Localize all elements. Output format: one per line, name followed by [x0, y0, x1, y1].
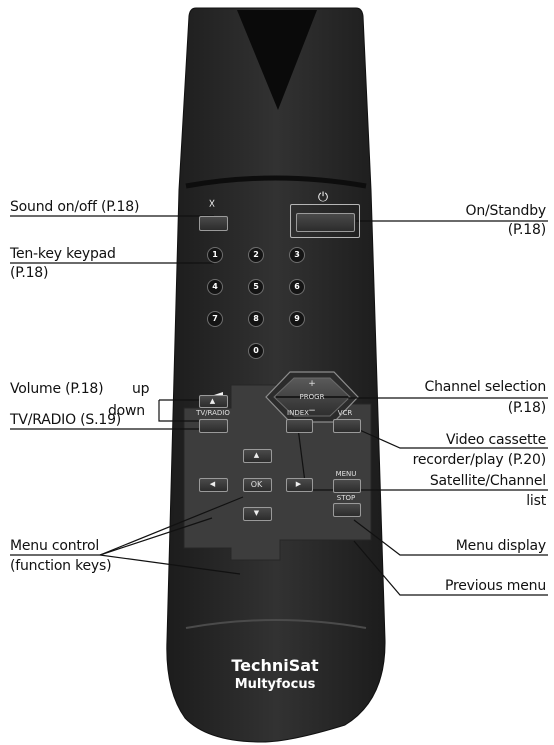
key-3[interactable]: 3 [289, 247, 305, 263]
top-separator [185, 175, 367, 189]
index-button[interactable] [286, 419, 313, 433]
callout-on-standby: On/Standby [465, 203, 547, 219]
callout-menu-control-2: (function keys) [10, 558, 112, 574]
tvradio-key-label: TV/RADIO [196, 409, 230, 417]
callout-previous-menu: Previous menu [444, 578, 546, 594]
key-8[interactable]: 8 [248, 311, 264, 327]
key-7[interactable]: 7 [207, 311, 223, 327]
callout-vcr-2: recorder/play (P.20) [412, 452, 547, 468]
menu-down-button[interactable] [243, 507, 272, 521]
callout-tenkey: Ten-key keypad [10, 246, 116, 262]
bottom-separator [185, 619, 367, 629]
callout-sound: Sound on/off (P.18) [10, 199, 140, 215]
callout-vcr-1: Video cassette [446, 432, 546, 448]
menu-key-label: MENU [335, 470, 357, 478]
remote-body [166, 7, 386, 743]
callout-volume-down: down [108, 403, 145, 419]
progr-minus-label[interactable]: − [308, 406, 316, 416]
menu-button[interactable] [333, 479, 361, 493]
index-key-label: INDEX [287, 409, 309, 417]
callout-volume: Volume (P.18) [10, 381, 104, 397]
speaker-mute-icon: ☓ [208, 197, 216, 212]
callout-menu-display: Menu display [455, 538, 546, 554]
power-icon: ⏻ [317, 190, 329, 205]
progr-label: PROGR [299, 393, 325, 401]
callout-tvradio: TV/RADIO (S.19) [10, 412, 122, 428]
tvradio-button[interactable] [199, 419, 228, 433]
key-5[interactable]: 5 [248, 279, 264, 295]
vcr-key-label: VCR [337, 409, 353, 417]
power-button-frame [290, 204, 360, 238]
triangle-right-icon: ▶ [295, 480, 302, 488]
key-9[interactable]: 9 [289, 311, 305, 327]
key-1[interactable]: 1 [207, 247, 223, 263]
menu-left-button[interactable] [199, 478, 228, 492]
callout-channel: Channel selection [424, 379, 547, 395]
menu-up-button[interactable] [243, 449, 272, 463]
ok-label: OK [250, 480, 263, 489]
triangle-left-icon: ◀ [209, 480, 216, 488]
callout-satellite-2: list [526, 493, 546, 509]
key-4[interactable]: 4 [207, 279, 223, 295]
triangle-up-icon: ▲ [209, 397, 216, 405]
menu-right-button[interactable] [286, 478, 313, 492]
ok-button[interactable] [243, 478, 272, 492]
triangle-down-icon: ▼ [253, 509, 260, 517]
model-name: Multyfocus [234, 677, 316, 692]
key-0[interactable]: 0 [248, 343, 264, 359]
callout-tenkey-ref: (P.18) [10, 265, 49, 281]
vcr-button[interactable] [333, 419, 361, 433]
volume-up-button[interactable] [199, 395, 228, 408]
callout-volume-up: up [132, 381, 150, 397]
callout-menu-control-1: Menu control [10, 538, 100, 554]
callout-channel-ref: (P.18) [507, 400, 546, 416]
triangle-up-icon: ▲ [253, 451, 260, 459]
brand-name: TechniSat [231, 656, 319, 675]
stop-button[interactable] [333, 503, 361, 517]
callout-on-standby-ref: (P.18) [507, 222, 546, 238]
key-2[interactable]: 2 [248, 247, 264, 263]
ir-window [237, 10, 317, 110]
stop-key-label: STOP [336, 494, 356, 502]
key-6[interactable]: 6 [289, 279, 305, 295]
power-button[interactable] [296, 213, 355, 232]
progr-plus-label[interactable]: + [308, 379, 316, 389]
callout-satellite-1: Satellite/Channel [429, 473, 546, 489]
mute-button[interactable] [199, 216, 228, 231]
